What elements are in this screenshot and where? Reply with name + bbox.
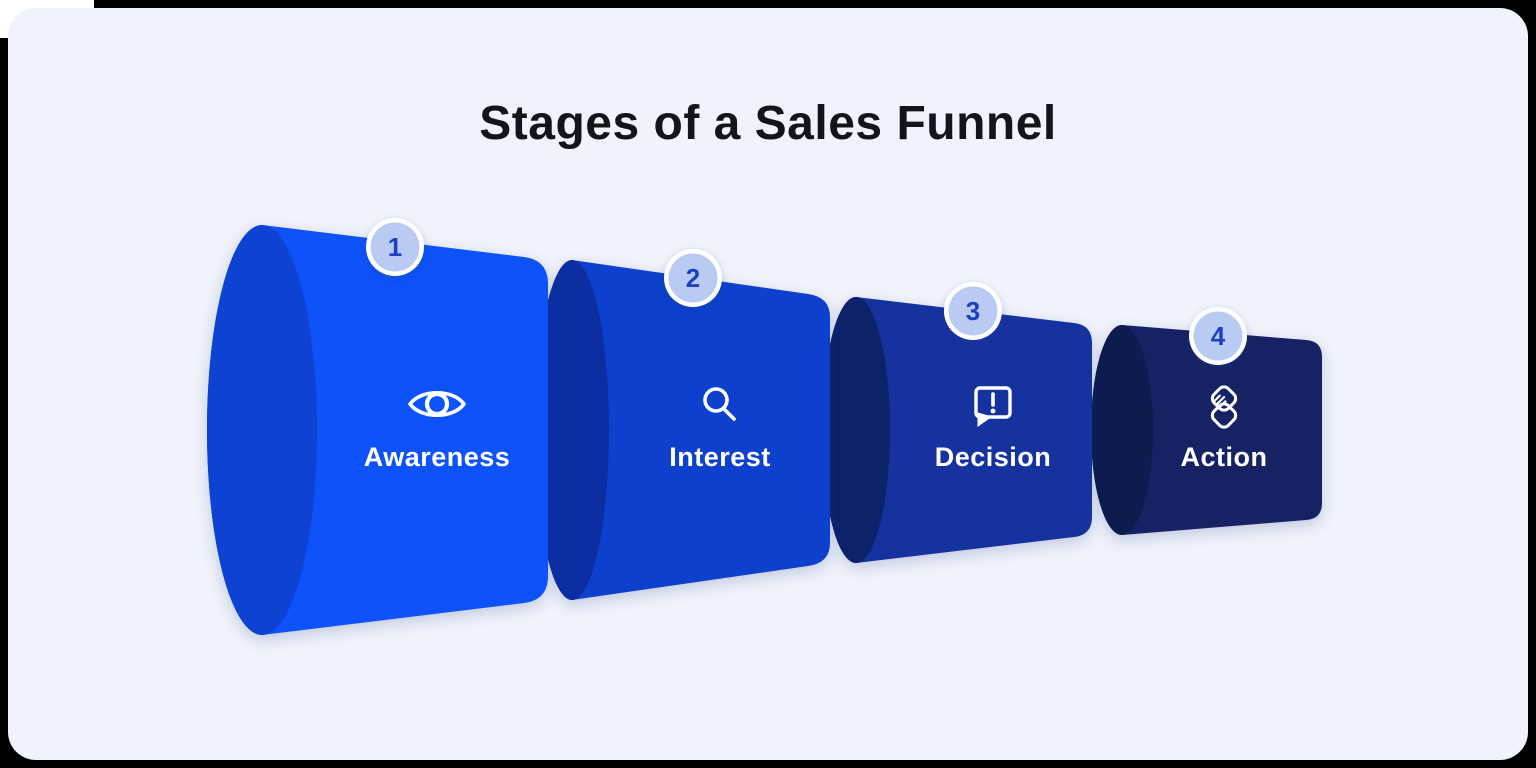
funnel-stage-awareness	[207, 225, 548, 635]
svg-text:1: 1	[388, 232, 402, 262]
eye-icon	[408, 391, 466, 417]
stage-cap	[535, 260, 609, 600]
stage-body	[535, 260, 830, 600]
diagram-title: Stages of a Sales Funnel	[479, 97, 1057, 150]
stage-number-badge: 4	[1189, 307, 1247, 365]
chat-exclamation-icon	[974, 386, 1012, 427]
stage-number-badge: 1	[366, 218, 424, 276]
svg-text:2: 2	[686, 263, 700, 293]
funnel-stage-action	[1091, 325, 1322, 535]
stage-label: Interest	[669, 442, 771, 472]
stage-number-badge: 2	[664, 249, 722, 307]
funnel-stage-interest	[535, 260, 830, 600]
stage-cap	[822, 297, 890, 563]
stage-label: Decision	[935, 442, 1052, 472]
funnel-stage-decision	[822, 297, 1092, 563]
stage-number-badge: 3	[944, 282, 1002, 340]
stage-body	[822, 297, 1092, 563]
stage-cap	[207, 225, 317, 635]
stage-label: Action	[1181, 442, 1268, 472]
handshake-icon	[1210, 385, 1238, 429]
stage-label: Awareness	[364, 442, 511, 472]
svg-text:3: 3	[966, 296, 980, 326]
svg-text:4: 4	[1211, 321, 1226, 351]
stage-cap	[1091, 325, 1153, 535]
magnifier-icon	[703, 387, 736, 421]
